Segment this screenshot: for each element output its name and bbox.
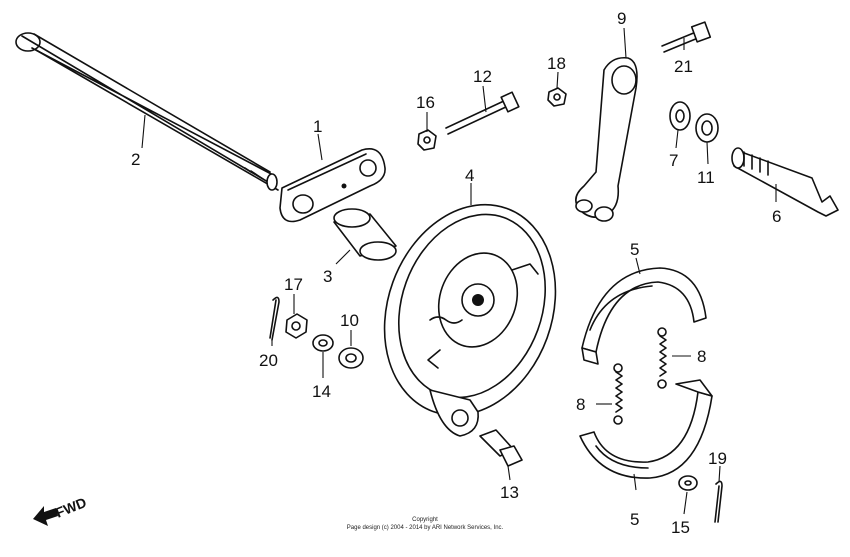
callout-8-left: 8	[576, 395, 585, 414]
forward-direction-indicator: FWD	[33, 494, 89, 526]
callout-6: 6	[772, 207, 781, 226]
part-spring-right[interactable]	[657, 327, 667, 389]
copyright-line-1: Copyright	[412, 517, 438, 523]
part-washer-15[interactable]	[678, 475, 698, 491]
callout-11: 11	[697, 168, 715, 187]
part-pivot-bolt-13[interactable]	[479, 429, 523, 467]
callout-2: 2	[131, 150, 140, 169]
part-cotter-pin-19[interactable]	[714, 480, 723, 523]
callout-3: 3	[323, 267, 332, 286]
part-brake-shoe-upper[interactable]	[581, 267, 707, 365]
callout-20: 20	[259, 351, 278, 370]
callout-12: 12	[473, 67, 492, 86]
part-washer-14[interactable]	[312, 334, 334, 352]
part-bolt-12[interactable]	[445, 91, 520, 135]
part-brake-shoe-lower[interactable]	[579, 379, 713, 479]
part-cotter-pin-20[interactable]	[269, 296, 280, 341]
part-nut-18[interactable]	[547, 87, 567, 107]
callout-8-right: 8	[697, 347, 706, 366]
callout-5-upper: 5	[630, 240, 639, 259]
part-oil-seal[interactable]	[695, 113, 719, 143]
callout-18: 18	[547, 54, 566, 73]
callout-labels: 1 2 3 4 5 5 6 7 8 8 9 10 11 12 13 14 15 …	[131, 9, 781, 537]
fwd-label: FWD	[53, 494, 89, 521]
part-brake-arm[interactable]	[575, 56, 638, 222]
callout-16: 16	[416, 93, 435, 112]
callout-9: 9	[617, 9, 626, 28]
part-axle[interactable]	[15, 32, 279, 191]
callout-17: 17	[284, 275, 303, 294]
part-nut-17[interactable]	[285, 313, 308, 339]
part-nut-16[interactable]	[417, 129, 437, 151]
part-collar[interactable]	[333, 208, 397, 261]
part-bushing-10[interactable]	[338, 347, 364, 369]
callout-5-lower: 5	[630, 510, 639, 529]
callout-13: 13	[500, 483, 519, 502]
copyright-notice: Copyright Page design (c) 2004 - 2014 by…	[347, 517, 504, 531]
callout-21: 21	[674, 57, 693, 76]
callout-10: 10	[340, 311, 359, 330]
callout-19: 19	[708, 449, 727, 468]
part-bolt-21[interactable]	[661, 21, 712, 53]
part-spring-left[interactable]	[613, 363, 623, 425]
fwd-arrow-icon	[33, 506, 58, 526]
callout-15: 15	[671, 518, 690, 537]
part-torque-link[interactable]	[279, 148, 386, 223]
part-brake-panel[interactable]	[356, 180, 584, 439]
leader-lines	[141, 27, 777, 515]
callout-1: 1	[313, 117, 322, 136]
callout-4: 4	[465, 166, 474, 185]
part-dust-seal[interactable]	[669, 101, 691, 131]
copyright-line-2: Page design (c) 2004 - 2014 by ARI Netwo…	[347, 525, 504, 531]
callout-7: 7	[669, 151, 678, 170]
part-brake-cam[interactable]	[731, 147, 839, 217]
callout-14: 14	[312, 382, 331, 401]
